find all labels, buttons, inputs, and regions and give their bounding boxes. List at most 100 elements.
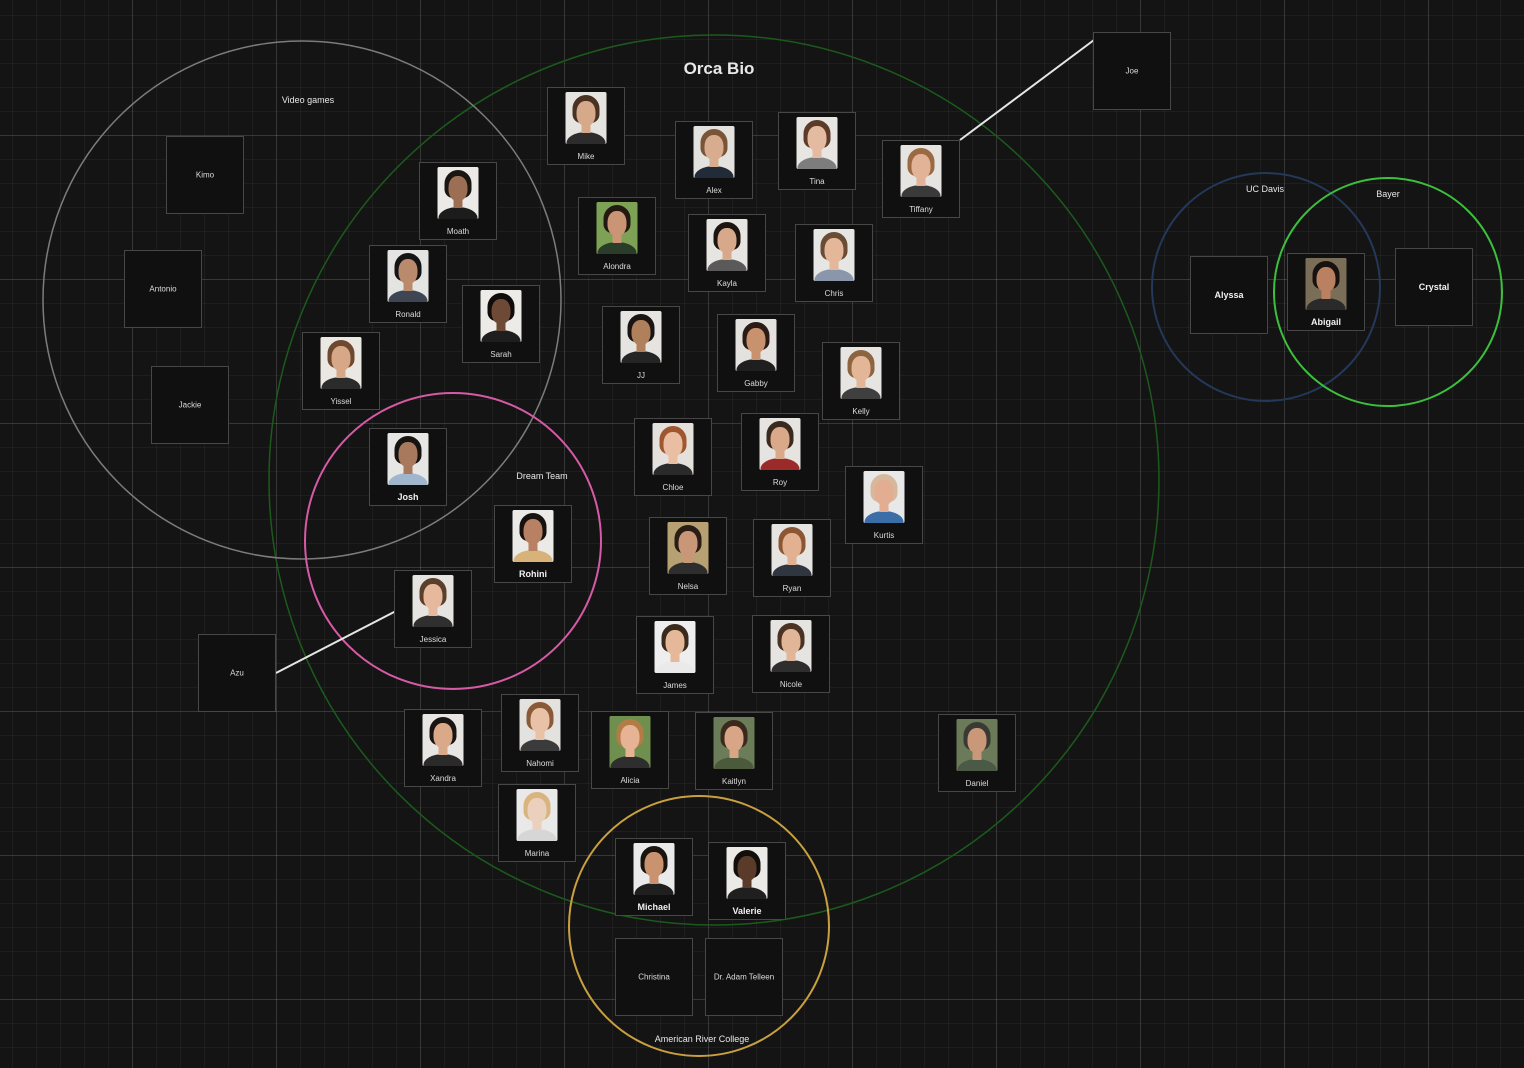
person-card-antonio[interactable]: Antonio (124, 250, 202, 328)
person-name: Christina (638, 972, 670, 982)
person-card-crystal[interactable]: Crystal (1395, 248, 1473, 326)
group-label-uc-davis: UC Davis (1245, 184, 1285, 194)
person-name: Kelly (852, 407, 870, 416)
person-name: Kaitlyn (721, 777, 746, 786)
person-name: Jackie (178, 400, 202, 410)
person-card-james[interactable]: James (636, 616, 714, 694)
person-name: Daniel (965, 779, 989, 788)
person-name: Chloe (662, 483, 684, 492)
person-photo (900, 145, 942, 197)
person-photo (840, 347, 882, 399)
person-photo (320, 337, 362, 389)
group-label-orca-bio: Orca Bio (683, 59, 755, 78)
person-card-gabby[interactable]: Gabby (717, 314, 795, 392)
person-card-alyssa[interactable]: Alyssa (1190, 256, 1268, 334)
person-card-roy[interactable]: Roy (741, 413, 819, 491)
person-card-valerie[interactable]: Valerie (708, 842, 786, 920)
group-label-dream-team: Dream Team (516, 471, 568, 481)
person-card-moath[interactable]: Moath (419, 162, 497, 240)
person-card-kimo[interactable]: Kimo (166, 136, 244, 214)
person-name: Michael (637, 902, 671, 912)
person-name: Kimo (195, 170, 215, 180)
person-card-michael[interactable]: Michael (615, 838, 693, 916)
person-name: Joe (1125, 66, 1139, 76)
person-photo (654, 621, 696, 673)
person-name: Alex (706, 186, 722, 195)
person-card-yissel[interactable]: Yissel (302, 332, 380, 410)
person-card-jj[interactable]: JJ (602, 306, 680, 384)
person-card-ryan[interactable]: Ryan (753, 519, 831, 597)
person-card-chloe[interactable]: Chloe (634, 418, 712, 496)
person-card-kelly[interactable]: Kelly (822, 342, 900, 420)
person-name: Chris (824, 289, 844, 298)
person-photo (813, 229, 855, 281)
person-name: Dr. Adam Telleen (713, 972, 775, 982)
person-name: Alondra (603, 262, 631, 271)
person-name: James (663, 681, 687, 690)
person-card-daniel[interactable]: Daniel (938, 714, 1016, 792)
group-label-american-river-college: American River College (654, 1034, 750, 1044)
person-card-josh[interactable]: Josh (369, 428, 447, 506)
person-card-sarah[interactable]: Sarah (462, 285, 540, 363)
person-name: Crystal (1418, 282, 1450, 292)
person-card-alondra[interactable]: Alondra (578, 197, 656, 275)
person-card-alicia[interactable]: Alicia (591, 711, 669, 789)
person-photo (412, 575, 454, 627)
person-photo (1305, 258, 1347, 310)
person-photo (387, 433, 429, 485)
person-photo (652, 423, 694, 475)
person-photo (759, 418, 801, 470)
person-name: Nahomi (526, 759, 554, 768)
person-photo (437, 167, 479, 219)
person-card-jackie[interactable]: Jackie (151, 366, 229, 444)
person-card-kayla[interactable]: Kayla (688, 214, 766, 292)
person-card-marina[interactable]: Marina (498, 784, 576, 862)
person-name: Kurtis (873, 531, 895, 540)
person-card-ronald[interactable]: Ronald (369, 245, 447, 323)
person-card-dr-adam-telleen[interactable]: Dr. Adam Telleen (705, 938, 783, 1016)
person-name: Jessica (419, 635, 447, 644)
person-name: Tiffany (909, 205, 933, 214)
person-name: Rohini (519, 569, 547, 579)
person-photo (565, 92, 607, 144)
person-name: Yissel (330, 397, 352, 406)
person-card-kaitlyn[interactable]: Kaitlyn (695, 712, 773, 790)
group-label-video-games: Video games (281, 95, 335, 105)
person-photo (956, 719, 998, 771)
person-card-nelsa[interactable]: Nelsa (649, 517, 727, 595)
person-photo (693, 126, 735, 178)
person-card-nicole[interactable]: Nicole (752, 615, 830, 693)
person-name: Tina (809, 177, 825, 186)
person-name: Antonio (149, 284, 177, 294)
person-card-jessica[interactable]: Jessica (394, 570, 472, 648)
person-card-tina[interactable]: Tina (778, 112, 856, 190)
person-photo (633, 843, 675, 895)
person-name: Kayla (716, 279, 737, 288)
person-name: Azu (230, 668, 244, 678)
person-card-christina[interactable]: Christina (615, 938, 693, 1016)
person-card-tiffany[interactable]: Tiffany (882, 140, 960, 218)
person-name: JJ (637, 371, 645, 380)
person-photo (519, 699, 561, 751)
person-photo (735, 319, 777, 371)
person-photo (771, 524, 813, 576)
person-name: Nicole (779, 680, 803, 689)
person-card-joe[interactable]: Joe (1093, 32, 1171, 110)
person-name: Sarah (490, 350, 512, 359)
person-card-chris[interactable]: Chris (795, 224, 873, 302)
person-card-alex[interactable]: Alex (675, 121, 753, 199)
person-card-kurtis[interactable]: Kurtis (845, 466, 923, 544)
person-name: Roy (772, 478, 788, 487)
person-card-abigail[interactable]: Abigail (1287, 253, 1365, 331)
person-photo (726, 847, 768, 899)
person-card-mike[interactable]: Mike (547, 87, 625, 165)
person-card-nahomi[interactable]: Nahomi (501, 694, 579, 772)
person-photo (516, 789, 558, 841)
person-photo (480, 290, 522, 342)
person-card-xandra[interactable]: Xandra (404, 709, 482, 787)
person-card-azu[interactable]: Azu (198, 634, 276, 712)
person-photo (770, 620, 812, 672)
person-photo (512, 510, 554, 562)
person-card-rohini[interactable]: Rohini (494, 505, 572, 583)
